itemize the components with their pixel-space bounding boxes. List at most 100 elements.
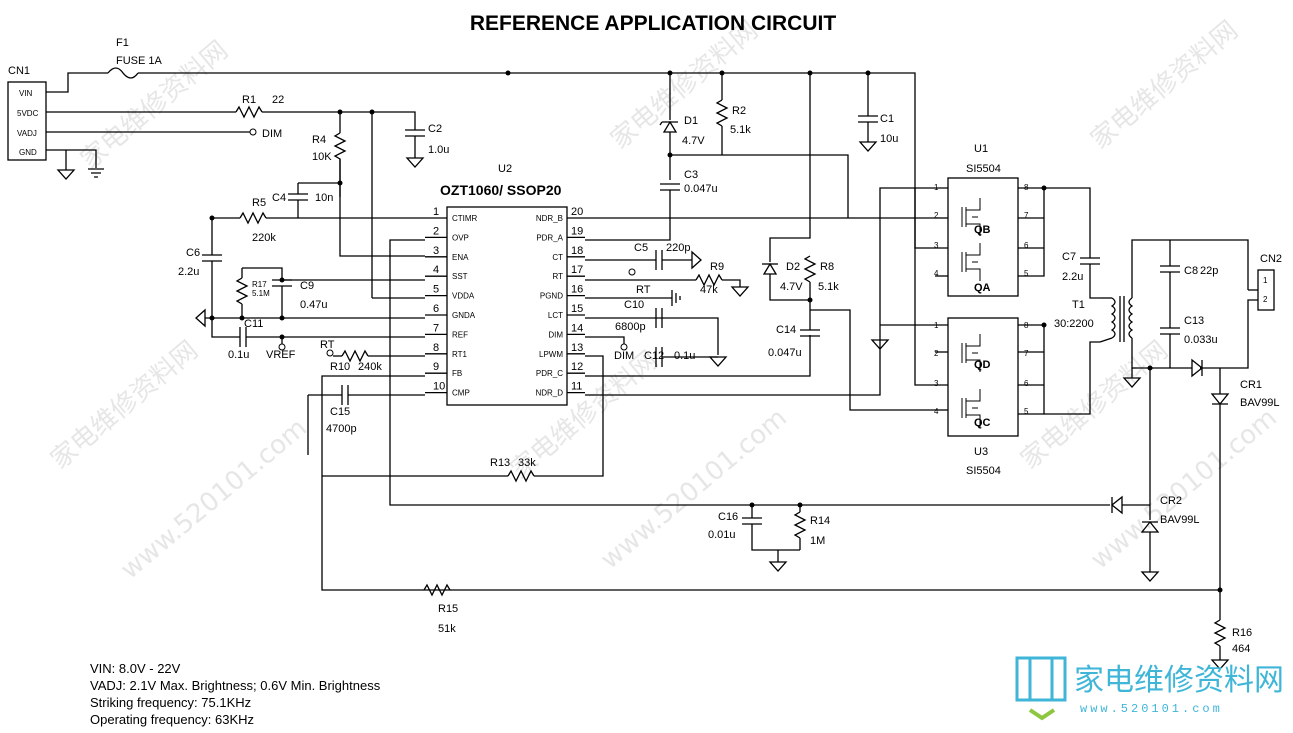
c8-value: 22p bbox=[1200, 265, 1218, 277]
ic-ref: U2 bbox=[498, 163, 512, 175]
cr1-ref: CR1 bbox=[1240, 379, 1262, 391]
ic-pin-name: DIM bbox=[548, 330, 563, 339]
c15-ref: C15 bbox=[330, 406, 350, 418]
c15-value: 4700p bbox=[326, 423, 357, 435]
ic-pin-name: CT bbox=[552, 253, 563, 262]
ic-pin-name: RT1 bbox=[452, 350, 468, 359]
note-vadj: VADJ: 2.1V Max. Brightness; 0.6V Min. Br… bbox=[90, 678, 381, 693]
ic-u2: U2 OZT1060/ SSOP20 1CTIMR2OVP3ENA4SST5VD… bbox=[425, 163, 585, 406]
capacitor-c1: C1 10u bbox=[858, 73, 898, 152]
c11-value: 0.1u bbox=[228, 349, 249, 361]
mosfet-u1: U1 SI5504 QB QA 1 2 3 4 8 7 6 5 bbox=[879, 143, 1091, 350]
ic-pin-name: FB bbox=[452, 369, 462, 378]
r8-value: 5.1k bbox=[818, 281, 839, 293]
transformer-t1: T1 30:2200 bbox=[1054, 239, 1249, 388]
r17-ref: R17 bbox=[252, 280, 267, 289]
ic-pin-number: 19 bbox=[571, 225, 583, 237]
cn1-ref: CN1 bbox=[8, 65, 30, 77]
c1-ref: C1 bbox=[880, 113, 894, 125]
ic-pin-name: GNDA bbox=[452, 311, 476, 320]
c10-ref: C10 bbox=[624, 299, 644, 311]
wire bbox=[722, 154, 849, 218]
connector-cn2: CN2 1 2 bbox=[1200, 253, 1282, 369]
ic-pin-name: CTIMR bbox=[452, 214, 478, 223]
cr2-value: BAV99L bbox=[1160, 514, 1200, 526]
r10-value: 240k bbox=[358, 361, 382, 373]
ic-pin-name: LPWM bbox=[539, 350, 563, 359]
u1-ref: U1 bbox=[974, 143, 988, 155]
c7-value: 2.2u bbox=[1062, 271, 1083, 283]
ic-pin-number: 12 bbox=[571, 361, 583, 373]
r2-ref: R2 bbox=[732, 105, 746, 117]
c11-ref: C11 bbox=[244, 318, 263, 330]
ic-pin-number: 17 bbox=[571, 264, 583, 276]
u3-ref: U3 bbox=[974, 446, 988, 458]
u1-qb: QB bbox=[974, 224, 991, 236]
c1-value: 10u bbox=[880, 133, 898, 145]
pin-number: 7 bbox=[1024, 349, 1029, 358]
c8-ref: C8 bbox=[1184, 265, 1198, 277]
c4-value: 10n bbox=[315, 192, 333, 204]
r16-ref: R16 bbox=[1232, 627, 1252, 639]
r15-ref: R15 bbox=[438, 603, 458, 615]
wire bbox=[321, 375, 1220, 591]
cn2-pin-1: 1 bbox=[1263, 276, 1268, 285]
pin-number: 4 bbox=[934, 269, 939, 278]
diode-cr2: CR2 BAV99L bbox=[1110, 368, 1200, 582]
c3-value: 0.047u bbox=[684, 183, 718, 195]
ic-pin-name: OVP bbox=[452, 233, 469, 242]
ic-pin-name: ENA bbox=[452, 253, 469, 262]
note-striking-frequency: Striking frequency: 75.1KHz bbox=[90, 695, 252, 710]
ic-pin-number: 2 bbox=[433, 225, 439, 237]
capacitor-c5: C5 220p bbox=[585, 242, 702, 270]
ic-pin-name: SST bbox=[452, 272, 468, 281]
r15-value: 51k bbox=[438, 623, 456, 635]
note-vin: VIN: 8.0V - 22V bbox=[90, 661, 181, 676]
capacitor-c4: C4 10n bbox=[272, 182, 340, 218]
watermark-text: www.520101.com bbox=[115, 413, 313, 586]
r13-value: 33k bbox=[518, 457, 536, 469]
resistor-r10: RT R10 240k bbox=[320, 339, 425, 373]
resistor-r13: R13 33k bbox=[322, 355, 604, 483]
ic-pin-name: RT bbox=[552, 272, 563, 281]
resistor-r2: R2 5.1k bbox=[715, 73, 751, 155]
dim-label: DIM bbox=[262, 128, 282, 140]
ic-pin-name: REF bbox=[452, 330, 468, 339]
r9-value: 47k bbox=[700, 284, 718, 296]
ic-pin-number: 13 bbox=[571, 342, 583, 354]
r1-value: 22 bbox=[272, 94, 284, 106]
c2-value: 1.0u bbox=[428, 144, 449, 156]
logo-subtext: www.520101.com bbox=[1080, 702, 1223, 716]
c16-ref: C16 bbox=[718, 511, 738, 523]
resistor-r14: R14 1M bbox=[793, 505, 830, 550]
capacitor-c7: C7 2.2u bbox=[1062, 251, 1100, 299]
pin-number: 2 bbox=[934, 349, 939, 358]
wires bbox=[46, 67, 916, 298]
cr1-value: BAV99L bbox=[1240, 397, 1280, 409]
wires bbox=[585, 190, 935, 396]
c6-value: 2.2u bbox=[178, 266, 199, 278]
r4-value: 10K bbox=[312, 151, 332, 163]
f1-ref: F1 bbox=[116, 37, 129, 49]
rt-label: RT bbox=[320, 339, 335, 351]
resistor-r16: R16 464 bbox=[1210, 590, 1252, 670]
ic-pin-name: NDR_B bbox=[536, 214, 563, 223]
t1-ref: T1 bbox=[1072, 299, 1085, 311]
resistor-r17: R17 5.1M bbox=[235, 267, 425, 318]
u1-part: SI5504 bbox=[966, 163, 1001, 175]
ic-pin-number: 20 bbox=[571, 206, 583, 218]
pin-number: 5 bbox=[1024, 407, 1029, 416]
r2-value: 5.1k bbox=[730, 124, 751, 136]
zener-d2: D2 4.7V bbox=[762, 73, 811, 301]
r8-ref: R8 bbox=[820, 261, 834, 273]
ic-pin-number: 15 bbox=[571, 303, 583, 315]
c14-value: 0.047u bbox=[768, 347, 802, 359]
r16-value: 464 bbox=[1232, 643, 1250, 655]
capacitor-c11: C11 0.1u VREF bbox=[211, 318, 425, 361]
r4-ref: R4 bbox=[312, 134, 326, 146]
d1-ref: D1 bbox=[684, 115, 698, 127]
resistor-r15: R15 51k bbox=[423, 583, 458, 635]
c5-ref: C5 bbox=[634, 242, 648, 254]
capacitor-c16: C16 0.01u bbox=[708, 505, 800, 572]
